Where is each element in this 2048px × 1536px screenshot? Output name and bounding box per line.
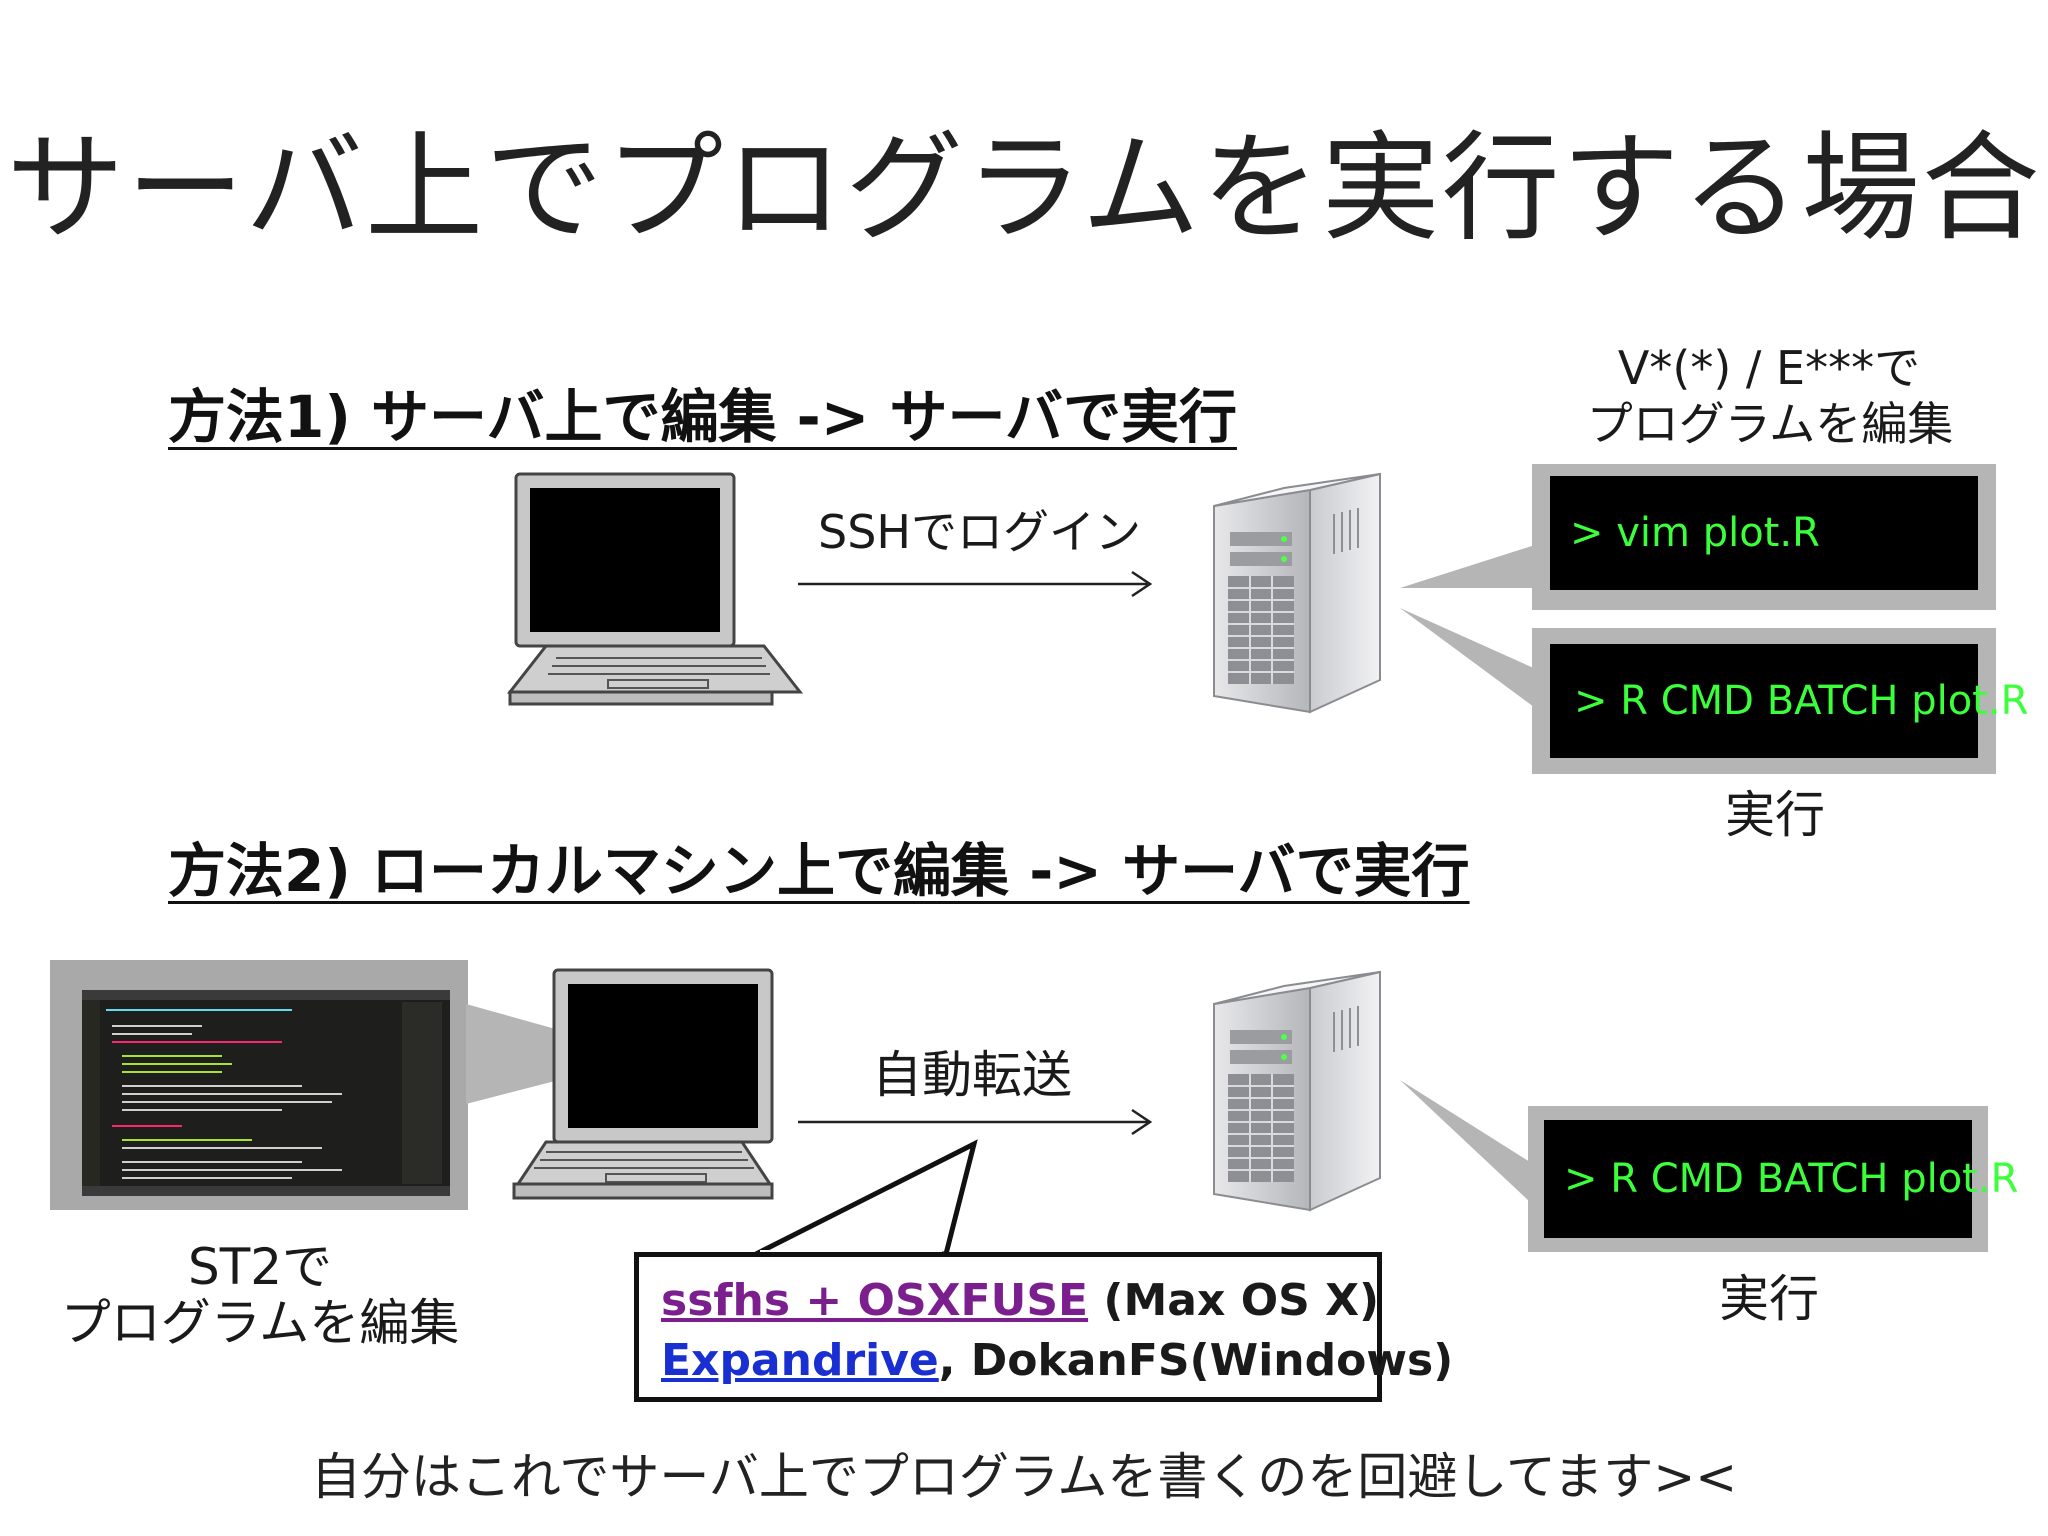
callout-bubble-tail: [754, 1139, 978, 1258]
method2-exec-caption: 実行: [1719, 1270, 1819, 1328]
slide-title: サーバ上でプログラムを実行する場合: [6, 119, 2042, 257]
st2-caption-line2: プログラムを編集: [60, 1294, 460, 1352]
callout-text-2: , DokanFS(Windows): [938, 1335, 1454, 1386]
method1-callout-pointers: [1400, 544, 1538, 710]
callout-line-2: Expandrive, DokanFS(Windows): [661, 1331, 1453, 1391]
method1-arrow: [798, 570, 1153, 598]
code-editor-thumbnail: [82, 990, 450, 1196]
method1-terminal2: > R CMD BATCH plot.R: [1550, 644, 2028, 758]
callout-box: ssfhs + OSXFUSE (Max OS X) Expandrive, D…: [634, 1252, 1453, 1402]
method1-exec-caption: 実行: [1725, 786, 1825, 844]
callout-text-1: (Max OS X): [1088, 1275, 1380, 1326]
ssfhs-osxfuse-link[interactable]: ssfhs + OSXFUSE: [661, 1275, 1089, 1326]
server-icon: [1213, 472, 1381, 714]
server-icon: [1213, 970, 1381, 1212]
callout-line-1: ssfhs + OSXFUSE (Max OS X): [661, 1271, 1379, 1331]
laptop-icon: [512, 968, 774, 1200]
method2-callout-pointer: [1400, 1080, 1530, 1202]
method2-terminal: > R CMD BATCH plot.R: [1544, 1120, 2018, 1238]
method1-editor-caption-line2: プログラムを編集: [1586, 397, 1954, 451]
method2-arrow-label: 自動転送: [872, 1046, 1072, 1104]
method2-heading: 方法2) ローカルマシン上で編集 -> サーバで実行: [168, 837, 1470, 905]
method2-arrow: [798, 1108, 1153, 1136]
slide-footer: 自分はこれでサーバ上でプログラムを書くのを回避してます><: [310, 1448, 1738, 1506]
method1-arrow-label: SSHでログイン: [818, 505, 1141, 559]
st2-caption-line1: ST2で: [187, 1238, 333, 1296]
method1-heading: 方法1) サーバ上で編集 -> サーバで実行: [168, 383, 1237, 451]
method1-terminal1: > vim plot.R: [1550, 476, 1978, 590]
expandrive-link[interactable]: Expandrive: [661, 1335, 939, 1386]
method1-editor-caption-line1: V*(*) / E***で: [1617, 341, 1921, 395]
laptop-icon: [506, 472, 804, 706]
